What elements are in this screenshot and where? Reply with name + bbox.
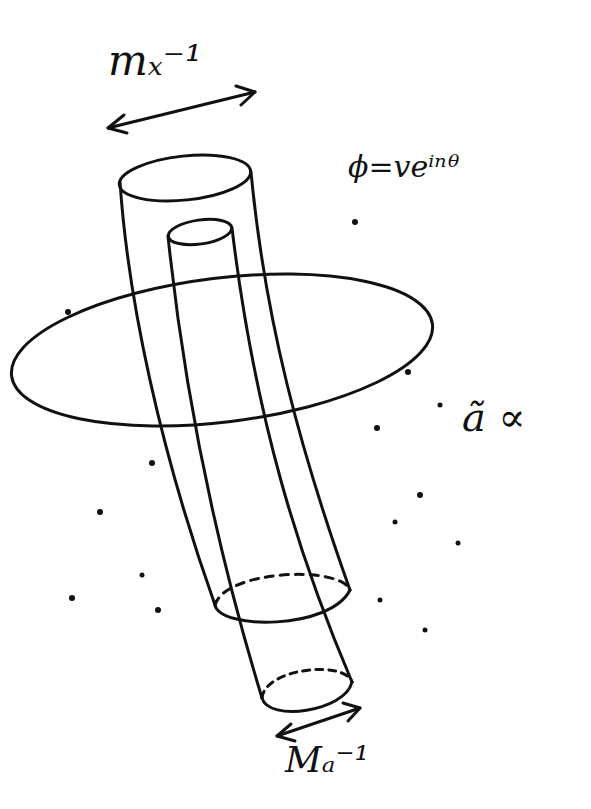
arrow-head xyxy=(343,703,360,721)
width-label: mₓ⁻¹ xyxy=(108,38,202,84)
outer-tube-right xyxy=(251,172,350,590)
plane-disk xyxy=(3,253,441,448)
inner-tube-bottom-front xyxy=(262,682,352,711)
arrow-head xyxy=(108,115,127,133)
arrow-head xyxy=(277,724,295,741)
outer-tube-top xyxy=(117,149,253,207)
inner-tube-left xyxy=(168,236,262,698)
inner-tube-right xyxy=(232,228,352,682)
gauge-field-label: ã ∝ xyxy=(462,395,526,439)
width-arrow xyxy=(108,92,255,128)
field-formula: ϕ=veⁱⁿᶿ xyxy=(348,150,461,183)
arrow-head xyxy=(236,86,255,105)
scattered-dots xyxy=(65,219,461,633)
inner-tube-top xyxy=(167,216,234,249)
width-label: Mₐ⁻¹ xyxy=(285,740,369,780)
inner-tube-bottom-back xyxy=(262,669,352,698)
